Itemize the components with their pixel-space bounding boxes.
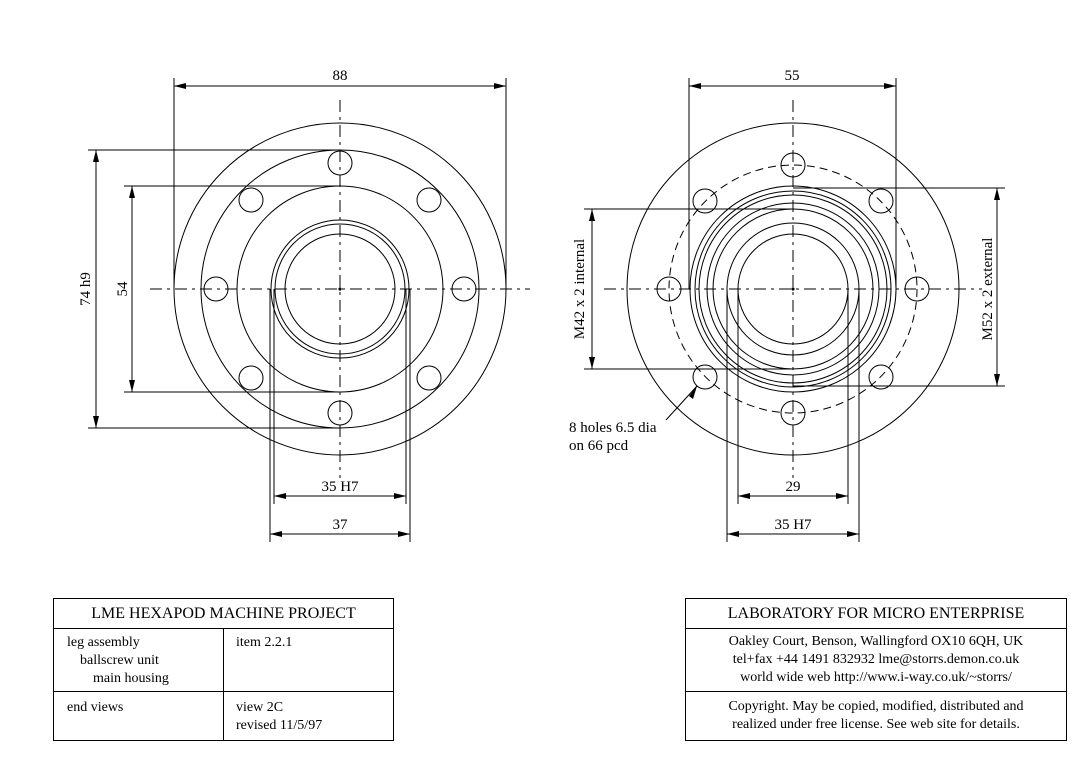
hole-note-line: 8 holes 6.5 dia <box>569 420 657 436</box>
right-dim-35-label: 35 H7 <box>774 517 812 533</box>
left-boss-circle <box>270 219 410 359</box>
left-dim-88-label: 88 <box>333 68 348 84</box>
right-bolt-hole <box>656 276 682 302</box>
left-boss-inner-circle <box>274 223 406 355</box>
copyright-line: realized under free license. See web sit… <box>732 717 1020 732</box>
right-outer-circle <box>626 122 960 456</box>
arrowhead <box>394 493 406 499</box>
left-bolt-hole <box>327 150 353 176</box>
part-desc-line: leg assembly <box>67 635 140 650</box>
right-end-view: 55 M42 x 2 internal M52 x 2 external 29 … <box>569 68 1005 542</box>
right-internal-thread-circle <box>706 202 880 376</box>
left-bolt-hole <box>238 365 264 391</box>
right-bolt-hole <box>780 400 806 426</box>
arrowhead <box>398 531 410 537</box>
arrowhead <box>93 416 99 428</box>
title-block: LME HEXAPOD MACHINE PROJECT leg assembly… <box>53 598 394 741</box>
right-dim-55-label: 55 <box>785 68 800 84</box>
org-address-line: Oakley Court, Benson, Wallingford OX10 6… <box>728 634 1024 649</box>
left-dim-37-label: 37 <box>333 517 349 533</box>
project-title: LME HEXAPOD MACHINE PROJECT <box>54 599 393 629</box>
organization-block: LABORATORY FOR MICRO ENTERPRISE Oakley C… <box>685 598 1067 741</box>
left-dim-54-label: 54 <box>115 281 131 297</box>
part-desc-line: ballscrew unit <box>80 653 159 668</box>
org-contact-line: tel+fax +44 1491 832932 lme@storrs.demon… <box>732 652 1020 667</box>
organization-title: LABORATORY FOR MICRO ENTERPRISE <box>686 599 1066 629</box>
right-bolt-hole <box>868 188 894 214</box>
org-block-divider <box>686 691 1066 692</box>
left-bolt-hole <box>238 187 264 213</box>
right-thread-circle <box>694 190 892 388</box>
arrowhead <box>738 493 750 499</box>
right-dim-m52-label: M52 x 2 external <box>980 238 996 341</box>
right-dim-29-label: 29 <box>786 479 801 495</box>
org-web-line: world wide web http://www.i-way.co.uk/~s… <box>740 670 1012 685</box>
title-block-divider <box>223 628 224 740</box>
left-dim-74-label: 74 h9 <box>78 272 94 306</box>
view-label: view 2C <box>236 700 284 715</box>
part-desc-line: main housing <box>93 671 169 686</box>
arrowhead <box>589 209 595 221</box>
arrowhead <box>589 357 595 369</box>
arrowhead <box>129 380 135 392</box>
left-bolt-hole <box>416 187 442 213</box>
arrowhead <box>494 83 506 89</box>
arrowhead <box>994 374 1000 386</box>
right-bolt-hole <box>780 152 806 178</box>
arrowhead <box>174 83 186 89</box>
arrowhead <box>689 386 697 399</box>
right-center-point <box>791 287 795 291</box>
arrowhead <box>270 531 282 537</box>
left-center-point <box>338 287 342 291</box>
left-bolt-hole <box>451 276 477 302</box>
left-bolt-hole <box>327 400 353 426</box>
arrowhead <box>994 188 1000 200</box>
left-end-view: 88 74 h9 54 35 H7 37 <box>78 68 530 542</box>
right-pitch-circle <box>668 164 918 414</box>
copyright-line: Copyright. May be copied, modified, dist… <box>728 699 1024 714</box>
hole-note-leader <box>665 385 698 421</box>
right-dim-m42-label: M42 x 2 internal <box>572 239 588 339</box>
item-number: item 2.2.1 <box>236 635 293 650</box>
revision-label: revised 11/5/97 <box>236 718 323 733</box>
arrowhead <box>884 83 896 89</box>
left-bolt-hole <box>203 276 229 302</box>
arrowhead <box>727 531 739 537</box>
arrowhead <box>836 493 848 499</box>
left-bore-circle <box>284 233 396 345</box>
arrowhead <box>93 150 99 162</box>
right-bolt-hole <box>904 276 930 302</box>
right-bolt-hole <box>868 364 894 390</box>
arrowhead <box>847 531 859 537</box>
left-bolt-hole <box>416 365 442 391</box>
arrowhead <box>129 186 135 198</box>
right-thread-circle <box>698 194 888 384</box>
title-block-divider <box>54 691 393 692</box>
arrowhead <box>274 493 286 499</box>
right-bolt-hole <box>692 364 718 390</box>
right-bolt-hole <box>692 188 718 214</box>
views-label: end views <box>67 700 124 715</box>
hole-note-line: on 66 pcd <box>569 438 629 454</box>
arrowhead <box>689 83 701 89</box>
left-dim-35-label: 35 H7 <box>321 479 359 495</box>
